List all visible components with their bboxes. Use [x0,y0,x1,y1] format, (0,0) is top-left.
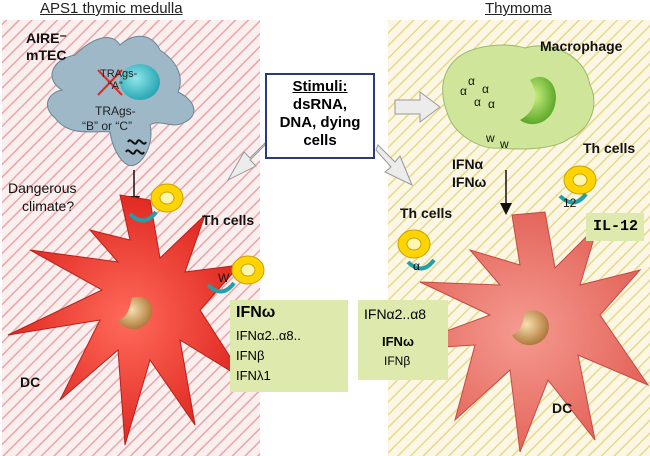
tra-other-line2: “B” or “C” [82,119,132,133]
il12-box: IL-12 [586,213,644,241]
svg-text:w: w [499,137,509,151]
left-ifn-item-1: IFNα2..α8.. [236,328,301,343]
dc-right-cell [394,211,650,453]
macrophage-label: Macrophage [540,38,623,54]
svg-text:w: w [485,131,495,145]
left-dc-label: DC [20,374,41,390]
tra-crossed-line1: TRAgs- [100,68,138,80]
mtec-label-line2: mTEC [26,47,67,63]
right-panel-title: Thymoma [485,0,552,17]
th-cell-right-mid: α [397,229,436,273]
th-cell-left-top [128,183,184,223]
tra-crossed-line2: “A” [108,80,123,92]
tra-other-line1: TRAgs- [95,104,136,118]
right-ifn-item-2: IFNβ [384,354,411,368]
th-cell-left-lower: W [206,255,265,294]
svg-text:W: W [218,271,230,285]
stimuli-box: Stimuli: dsRNA, DNA, dying cells [265,73,375,159]
left-panel-title: APS1 thymic medulla [40,0,183,17]
left-ifn-item-2: IFNβ [236,348,265,363]
hollow-arrows [226,91,441,187]
left-ifn-item-3: IFNλ1 [236,368,271,383]
svg-text:α: α [488,97,495,111]
th-cell-right-top: 12 [558,165,597,210]
ifn-mac-line1: IFNα [452,156,484,172]
right-ifn-box: IFNα2..α8 IFNω IFNβ [358,300,448,380]
right-th-cells-mid-label: Th cells [400,205,453,221]
right-dc-label: DC [552,400,573,416]
left-ifn-box: IFNω IFNα2..α8.. IFNβ IFNλ1 [230,300,348,392]
svg-text:α: α [482,82,489,96]
right-ifn-item-1: IFNω [382,334,414,349]
right-ifn-item-0: IFNα2..α8 [364,306,427,322]
svg-text:12: 12 [563,196,577,210]
left-th-cells-label: Th cells [202,212,255,228]
stimuli-title: Stimuli: [292,78,348,95]
stimuli-line-1: DNA, dying [279,114,361,131]
stimuli-line-2: cells [303,132,337,149]
right-th-cells-top-label: Th cells [583,140,636,156]
svg-text:α: α [474,95,481,109]
mtec-cell [46,35,195,167]
macrophage-cell: α α α α α w w [442,44,595,151]
svg-text:α: α [460,84,467,98]
mtec-label-line1: AIRE⁻ [26,30,67,46]
il12-label: IL-12 [593,218,639,235]
danger-label-line1: Dangerous [8,180,77,196]
stimuli-line-0: dsRNA, [292,96,348,113]
svg-text:α: α [468,74,475,88]
ifn-mac-line2: IFNω [452,174,487,190]
dc-left-cell [7,194,246,446]
danger-label-line2: climate? [22,198,75,214]
left-ifn-item-0: IFNω [236,304,276,321]
svg-text:α: α [413,259,420,273]
